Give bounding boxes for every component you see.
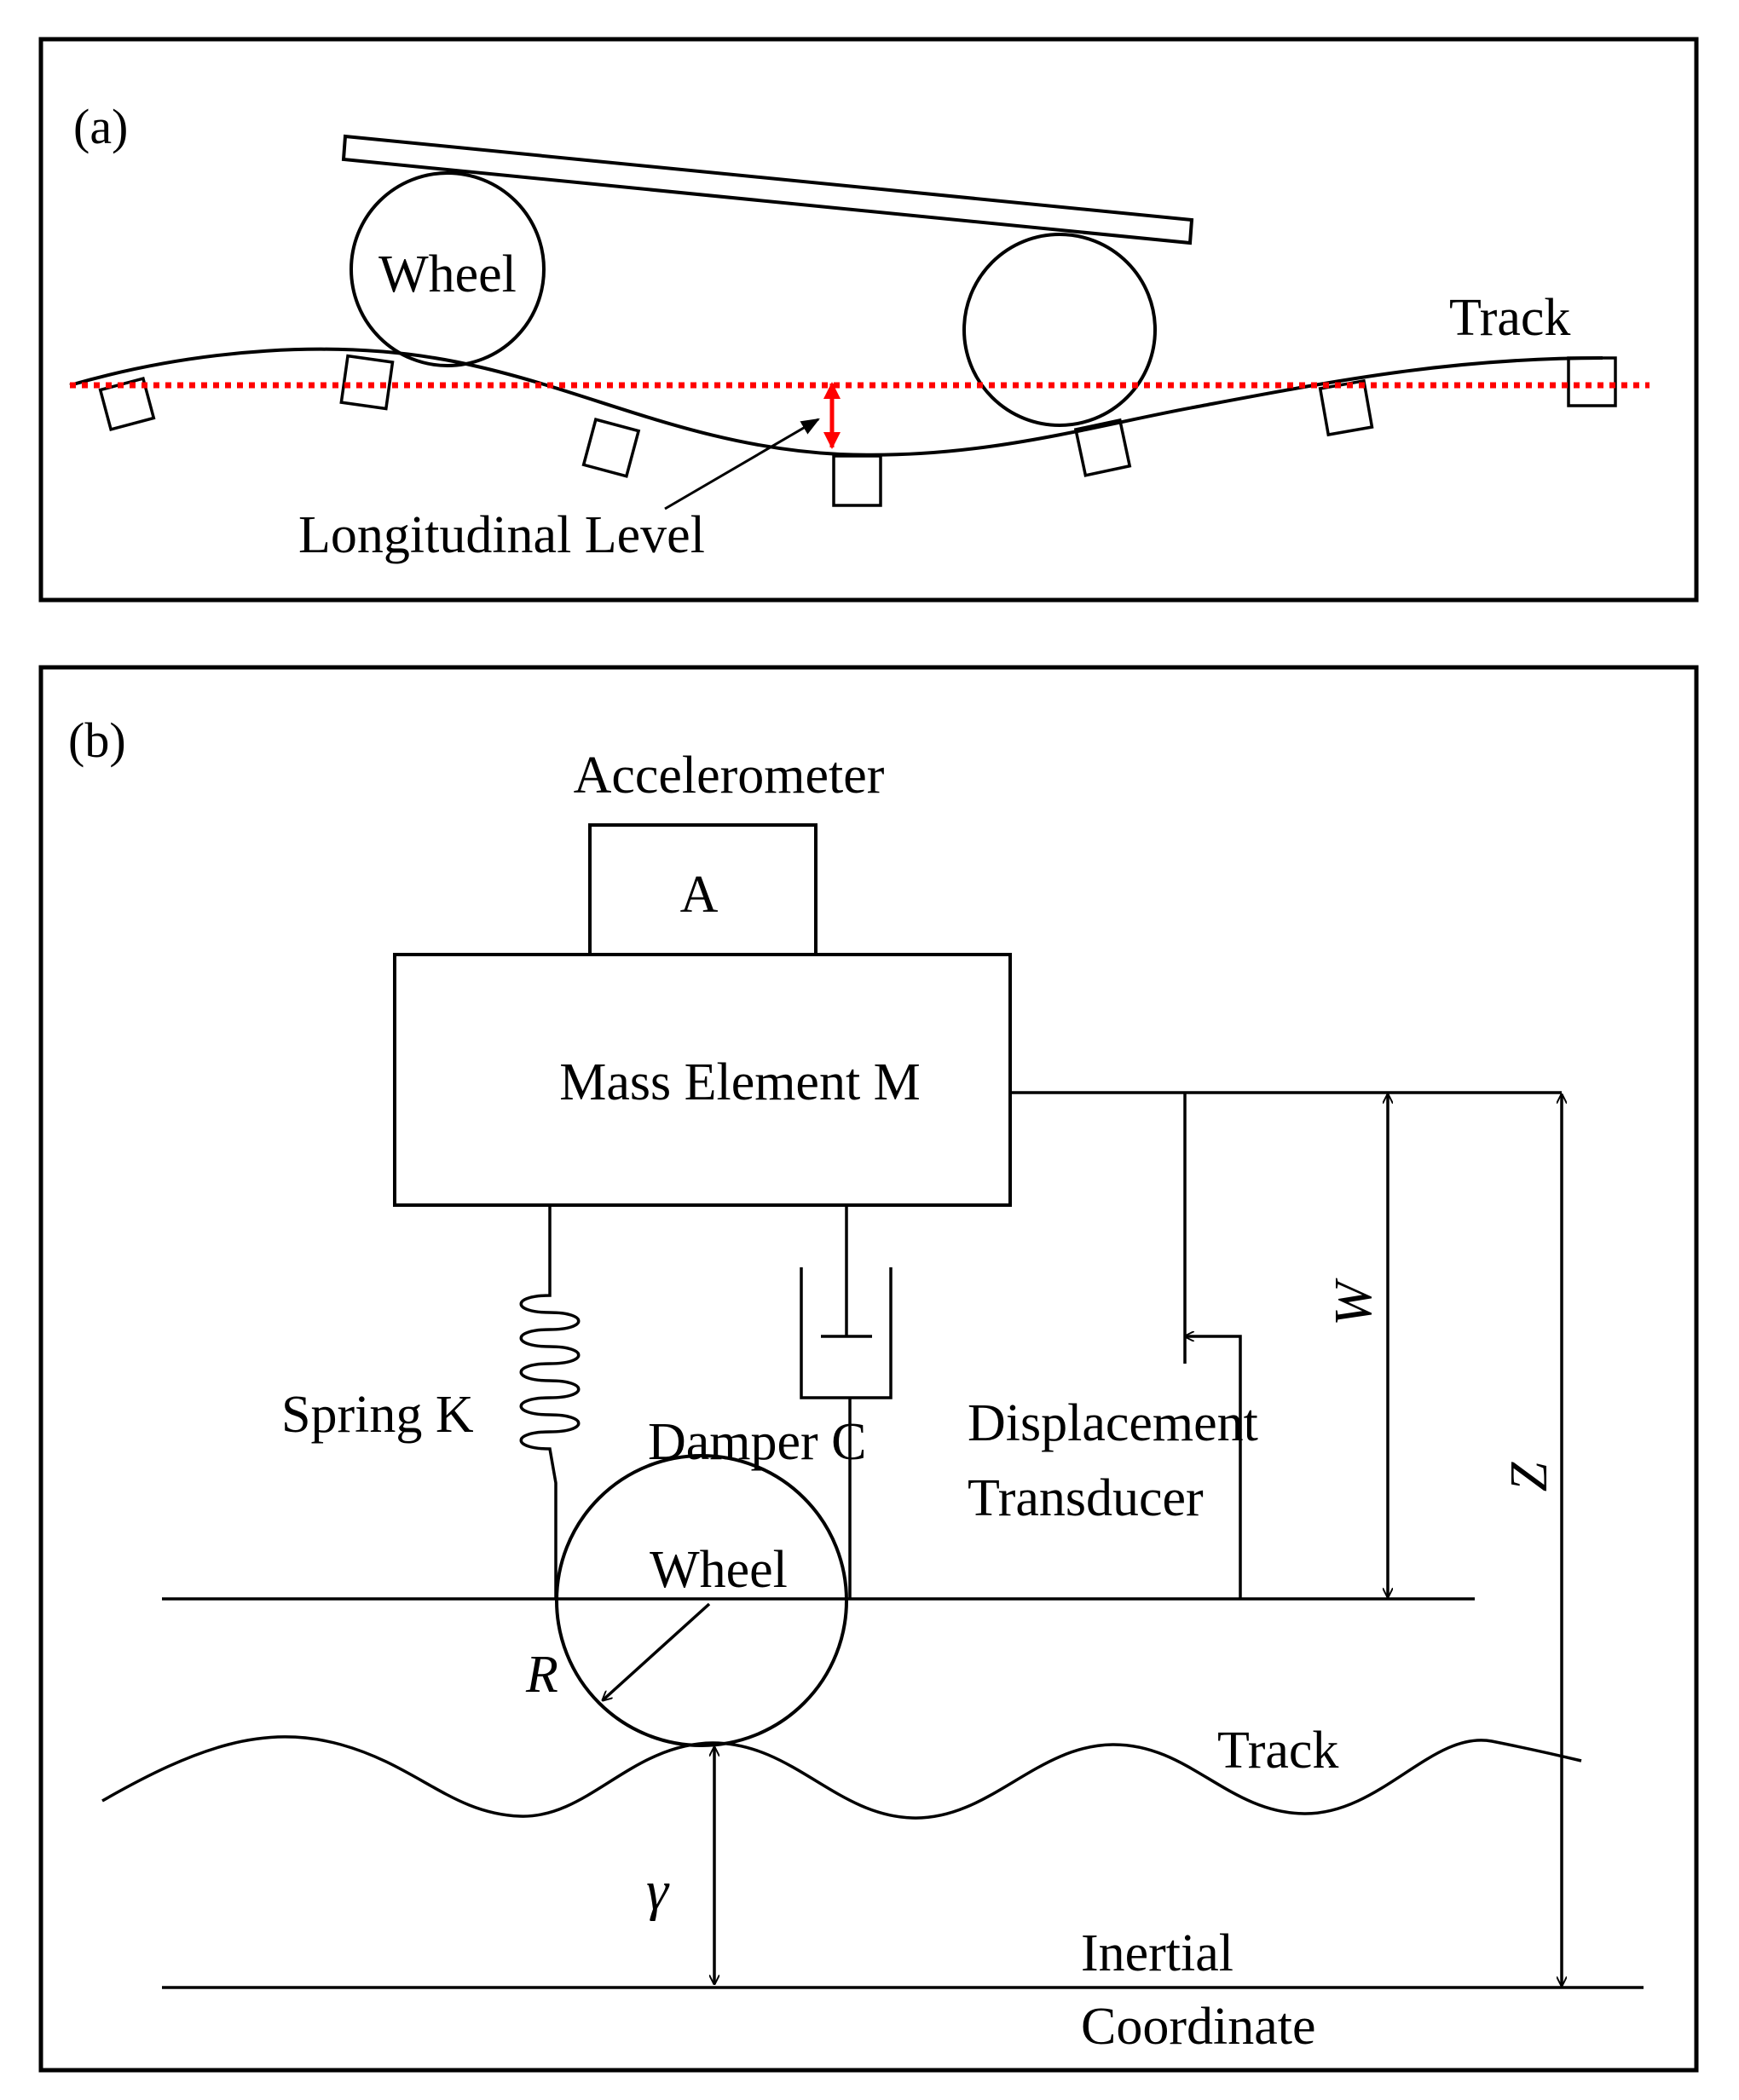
wheel-label-b: Wheel bbox=[650, 1541, 788, 1599]
inertial-label-line1: Inertial bbox=[1081, 1924, 1233, 1982]
car-body bbox=[341, 134, 1194, 245]
level-pointer-arrow bbox=[664, 418, 820, 511]
sleepers bbox=[98, 354, 1617, 507]
panel-b: (b) Accelerometer A Mass Element M Sprin… bbox=[38, 665, 1699, 2073]
front-wheel bbox=[350, 171, 546, 367]
longitudinal-level-label: Longitudinal Level bbox=[298, 506, 705, 564]
sleeper bbox=[1073, 418, 1132, 477]
sleeper bbox=[1567, 356, 1617, 407]
track-wave-b bbox=[101, 1735, 1582, 1820]
panel-a-frame bbox=[38, 37, 1699, 603]
transducer-label-line1: Displacement bbox=[968, 1394, 1258, 1452]
w-symbol: W bbox=[1325, 1278, 1383, 1326]
sleeper bbox=[1318, 378, 1374, 437]
mass-element-label: Mass Element M bbox=[559, 1053, 921, 1111]
accelerometer-label: Accelerometer bbox=[574, 747, 885, 805]
transducer-label-line2: Transducer bbox=[968, 1469, 1204, 1527]
inertial-label-line2: Coordinate bbox=[1081, 1998, 1316, 2056]
sleeper bbox=[581, 418, 641, 478]
track-label-b: Track bbox=[1217, 1722, 1338, 1780]
gamma-symbol: γ bbox=[646, 1860, 670, 1922]
spring bbox=[519, 1205, 581, 1599]
sleeper bbox=[832, 454, 882, 507]
spring-label: Spring K bbox=[281, 1386, 474, 1444]
z-symbol: Z bbox=[1500, 1462, 1558, 1491]
damper-label: Damper C bbox=[648, 1413, 867, 1471]
damper bbox=[800, 1205, 893, 1599]
radius-symbol: R bbox=[525, 1646, 558, 1704]
radius-arrow bbox=[603, 1602, 711, 1700]
track-curve-a bbox=[69, 347, 1603, 457]
sleeper bbox=[339, 354, 395, 411]
accelerometer-symbol: A bbox=[680, 866, 719, 924]
displacement-transducer bbox=[1183, 1093, 1242, 1599]
panel-a: (a) Wheel Track Longitudinal Level bbox=[38, 37, 1699, 603]
panel-b-frame bbox=[38, 665, 1699, 2073]
panel-a-label: (a) bbox=[73, 99, 128, 154]
front-wheel-label: Wheel bbox=[378, 245, 517, 303]
panel-b-label: (b) bbox=[68, 712, 126, 768]
track-label-a: Track bbox=[1449, 289, 1570, 347]
wheel-b bbox=[555, 1454, 848, 1747]
rear-wheel bbox=[962, 233, 1157, 427]
mass-element-box bbox=[393, 953, 1012, 1207]
